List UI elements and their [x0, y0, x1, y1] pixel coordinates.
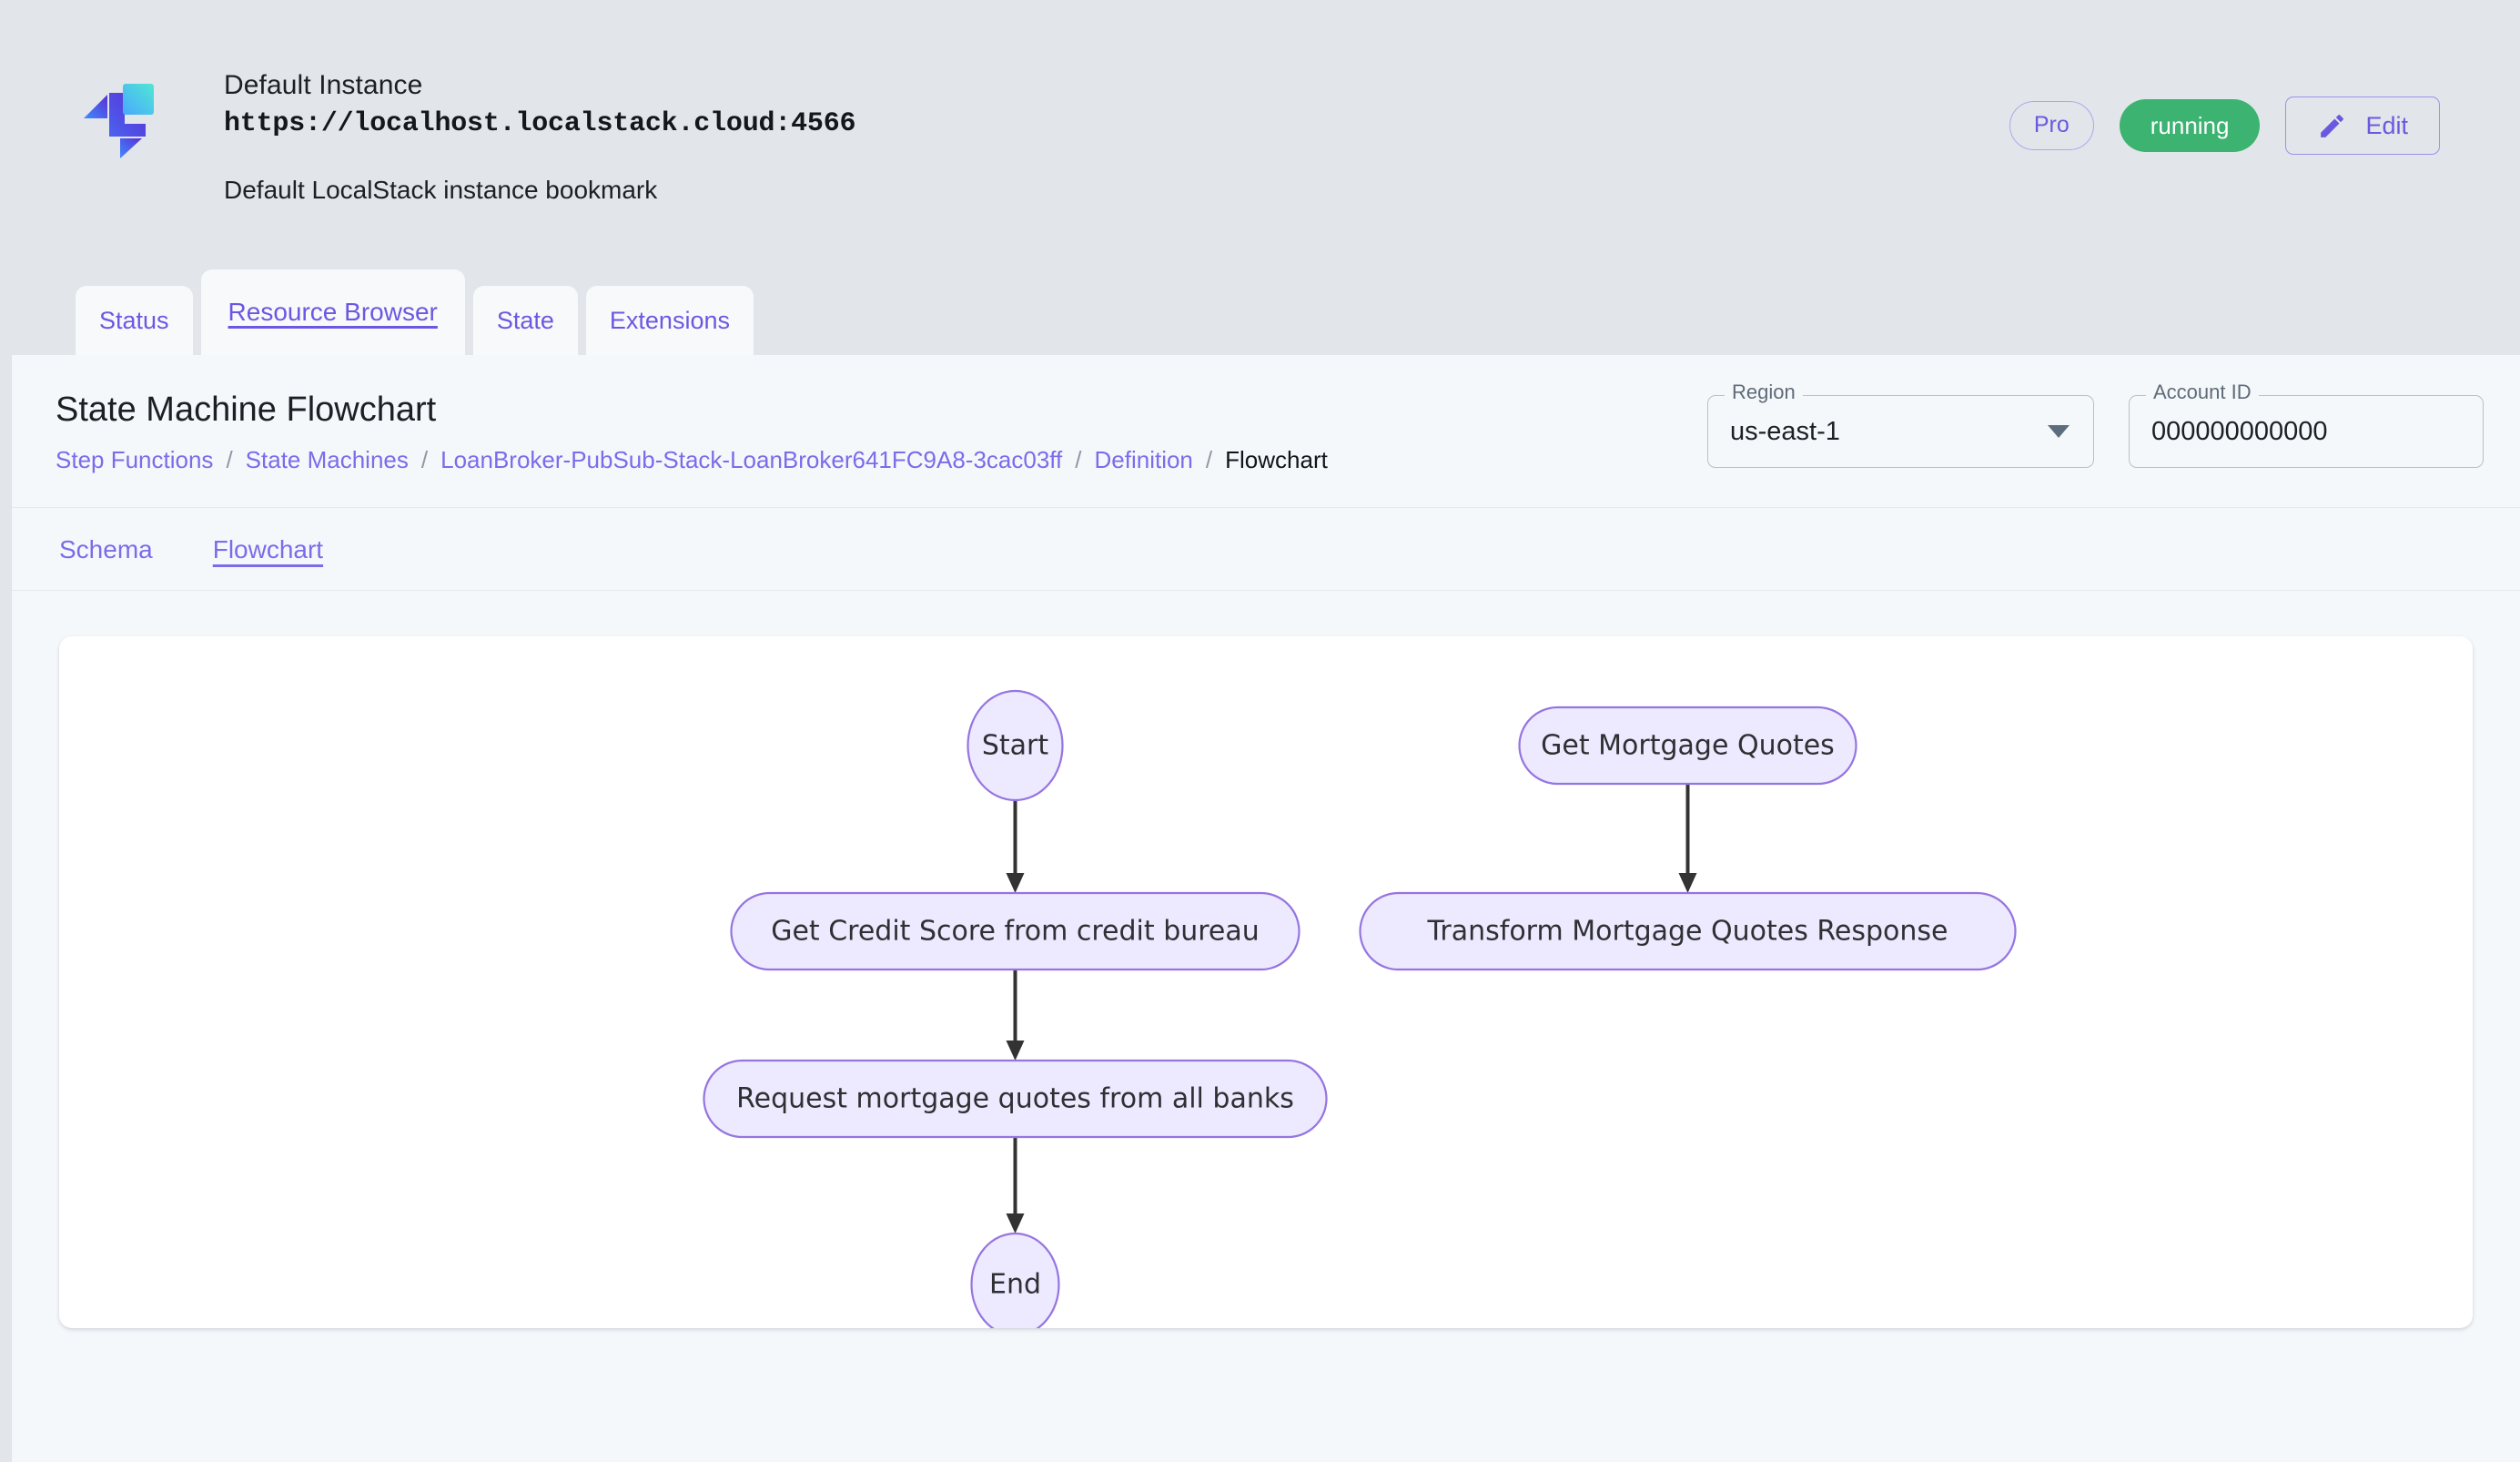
- node-label: Get Credit Score from credit bureau: [771, 915, 1260, 947]
- app-header: Default Instance https://localhost.local…: [0, 0, 2520, 355]
- flowchart-edges: [1006, 783, 1697, 1234]
- arrow-head-icon: [1006, 872, 1025, 893]
- header-field-group: Region us-east-1 Account ID 000000000000: [1707, 382, 2484, 468]
- sub-tabs: Schema Flowchart: [12, 508, 2520, 591]
- tab-status[interactable]: Status: [76, 286, 193, 355]
- subtab-flowchart[interactable]: Flowchart: [212, 534, 324, 563]
- tab-resource-browser[interactable]: Resource Browser: [200, 269, 465, 355]
- node-shape: [970, 1232, 1060, 1328]
- instance-summary: Default Instance https://localhost.local…: [0, 0, 2520, 205]
- node-shape: [967, 689, 1064, 801]
- breadcrumb-item-definition[interactable]: Definition: [1094, 445, 1193, 473]
- breadcrumb-separator: /: [1075, 445, 1082, 473]
- chevron-down-icon[interactable]: [2048, 425, 2070, 438]
- pro-badge[interactable]: Pro: [2009, 101, 2094, 150]
- breadcrumb: Step Functions / State Machines / LoanBr…: [56, 446, 2520, 474]
- node-label: Start: [982, 729, 1049, 761]
- localstack-logo-icon: [80, 75, 160, 158]
- flowchart-node-end[interactable]: End: [970, 1232, 1060, 1328]
- breadcrumb-item-flowchart: Flowchart: [1225, 445, 1328, 473]
- flowchart-node-start[interactable]: Start: [967, 689, 1064, 801]
- breadcrumb-item-state-machine-name[interactable]: LoanBroker-PubSub-Stack-LoanBroker641FC9…: [440, 445, 1063, 473]
- subtab-schema[interactable]: Schema: [59, 534, 153, 563]
- arrow-head-icon: [1006, 1040, 1025, 1061]
- breadcrumb-item-step-functions[interactable]: Step Functions: [56, 445, 214, 473]
- content-pane: State Machine Flowchart Step Functions /…: [11, 355, 2520, 1462]
- page-header: State Machine Flowchart Step Functions /…: [12, 355, 2520, 508]
- breadcrumb-separator: /: [420, 445, 429, 473]
- flowchart-node-credit[interactable]: Get Credit Score from credit bureau: [730, 891, 1300, 970]
- node-label: Transform Mortgage Quotes Response: [1426, 915, 1948, 947]
- arrow-head-icon: [1006, 1213, 1025, 1234]
- node-label: Get Mortgage Quotes: [1541, 729, 1835, 761]
- node-shape: [1518, 706, 1857, 785]
- node-shape: [1359, 891, 2017, 970]
- node-shape: [703, 1059, 1328, 1138]
- tab-status-label: Status: [99, 306, 169, 334]
- region-label: Region: [1725, 382, 1803, 402]
- instance-endpoint-url: https://localhost.localstack.cloud:4566: [224, 108, 856, 139]
- tab-state[interactable]: State: [472, 286, 578, 355]
- instance-name: Default Instance: [224, 70, 423, 100]
- flowchart-edge: [1006, 799, 1025, 893]
- edit-button[interactable]: Edit: [2285, 96, 2440, 155]
- breadcrumb-separator: /: [226, 445, 233, 473]
- arrow-head-icon: [1678, 872, 1697, 893]
- edit-button-label: Edit: [2365, 111, 2408, 139]
- flowchart-node-transform[interactable]: Transform Mortgage Quotes Response: [1359, 891, 2017, 970]
- flowchart-node-request[interactable]: Request mortgage quotes from all banks: [703, 1059, 1328, 1138]
- account-id-value: 000000000000: [2151, 416, 2328, 446]
- page-title: State Machine Flowchart: [56, 391, 437, 429]
- region-value: us-east-1: [1730, 416, 1840, 446]
- account-id-label: Account ID: [2146, 382, 2259, 402]
- primary-tabs: Status Resource Browser State Extensions: [76, 269, 754, 355]
- tab-resource-browser-label: Resource Browser: [228, 298, 438, 326]
- region-select[interactable]: Region us-east-1: [1707, 382, 2094, 468]
- node-label: End: [989, 1268, 1041, 1300]
- instance-description: Default LocalStack instance bookmark: [224, 175, 658, 204]
- flowchart-edge: [1006, 969, 1025, 1061]
- breadcrumb-separator: /: [1205, 445, 1213, 473]
- tab-extensions-label: Extensions: [609, 306, 730, 334]
- pencil-icon: [2317, 111, 2347, 141]
- flowchart-edge: [1006, 1136, 1025, 1234]
- flowchart-edge: [1678, 783, 1697, 893]
- header-actions: Pro running Edit: [2009, 96, 2440, 155]
- tab-state-label: State: [496, 306, 554, 334]
- breadcrumb-item-state-machines[interactable]: State Machines: [245, 445, 409, 473]
- node-label: Request mortgage quotes from all banks: [736, 1082, 1294, 1114]
- tab-extensions[interactable]: Extensions: [585, 286, 754, 355]
- status-badge: running: [2119, 99, 2261, 152]
- account-id-input[interactable]: Account ID 000000000000: [2129, 382, 2484, 468]
- node-shape: [730, 891, 1300, 970]
- flowchart-node-quotes[interactable]: Get Mortgage Quotes: [1518, 706, 1857, 785]
